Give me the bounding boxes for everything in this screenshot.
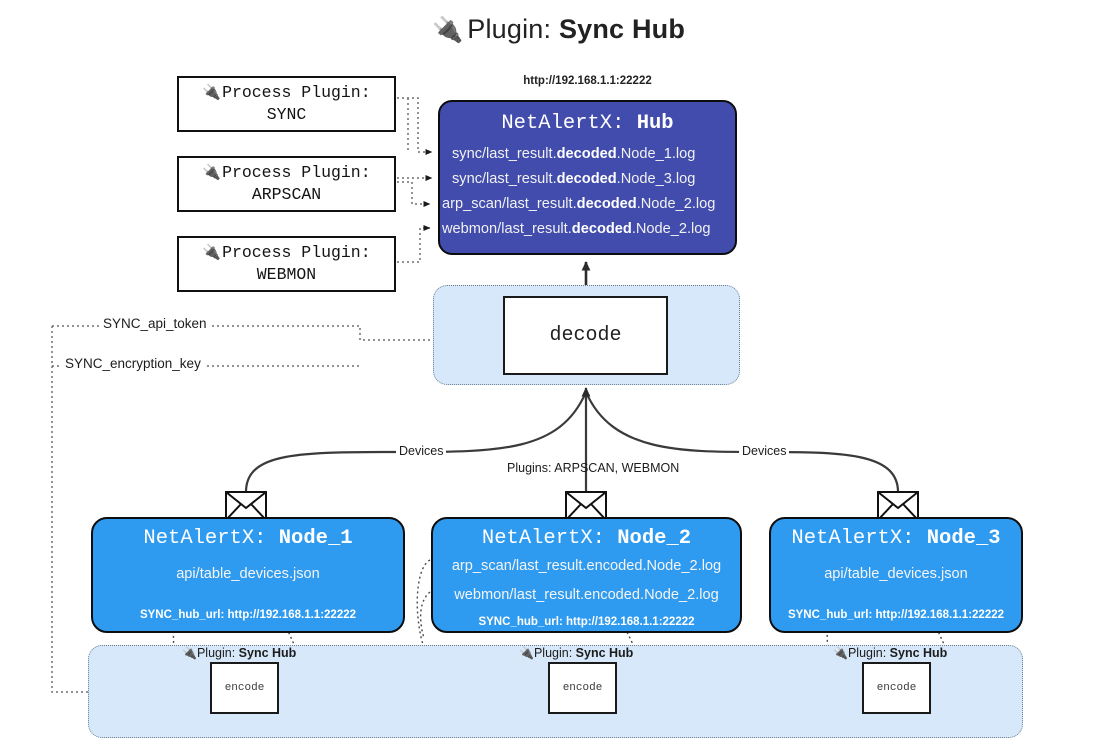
node-3[interactable]: NetAlertX: Node_3 api/table_devices.json… [769, 517, 1023, 633]
hub-log-row: sync/last_result.decoded.Node_1.log [452, 146, 696, 162]
plug-icon: 🔌 [182, 646, 197, 660]
encode-box-3[interactable]: encode [862, 662, 931, 714]
process-plugin-sync[interactable]: 🔌Process Plugin: SYNC [177, 76, 396, 132]
plug-icon: 🔌 [202, 83, 222, 102]
encode-box-1[interactable]: encode [210, 662, 279, 714]
process-plugin-label: Process Plugin: [222, 243, 371, 263]
hub-title: NetAlertX: Hub [440, 112, 735, 135]
edge-label-devices-right: Devices [739, 444, 790, 458]
encode-plugin-label-2: 🔌Plugin: Sync Hub [519, 646, 634, 660]
node-data-line: webmon/last_result.encoded.Node_2.log [454, 587, 719, 603]
plug-icon: 🔌 [833, 646, 848, 660]
edge-label-plugins: Plugins: ARPSCAN, WEBMON [507, 461, 680, 475]
node-title: NetAlertX: Node_3 [791, 527, 1001, 550]
node-hub-url: SYNC_hub_url: http://192.168.1.1:22222 [139, 609, 357, 621]
envelope-icon-group [225, 491, 919, 521]
process-plugin-name: WEBMON [256, 265, 317, 284]
node-1[interactable]: NetAlertX: Node_1 api/table_devices.json… [91, 517, 405, 633]
node-hub-url: SYNC_hub_url: http://192.168.1.1:22222 [478, 616, 695, 628]
process-plugin-name: ARPSCAN [251, 185, 322, 204]
node-data-line: api/table_devices.json [824, 566, 968, 582]
decode-box[interactable]: decode [503, 296, 668, 375]
encode-plugin-label-3: 🔌Plugin: Sync Hub [833, 646, 948, 660]
process-plugin-label: Process Plugin: [222, 163, 371, 183]
hub-node[interactable]: NetAlertX: Hub sync/last_result.decoded.… [438, 100, 737, 255]
sync-encryption-key-label: SYNC_encryption_key [62, 356, 204, 371]
node-data-line: arp_scan/last_result.encoded.Node_2.log [451, 558, 722, 574]
process-plugin-label: Process Plugin: [222, 83, 371, 103]
plug-icon: 🔌 [202, 243, 222, 262]
page-title: 🔌Plugin: Sync Hub [0, 14, 1117, 45]
encode-box-2[interactable]: encode [548, 662, 617, 714]
node-hub-url: SYNC_hub_url: http://192.168.1.1:22222 [787, 609, 1005, 621]
hub-log-row: arp_scan/last_result.decoded.Node_2.log [442, 196, 716, 212]
process-plugin-webmon[interactable]: 🔌Process Plugin: WEBMON [177, 236, 396, 292]
node-2[interactable]: NetAlertX: Node_2 arp_scan/last_result.e… [431, 517, 742, 633]
edge-label-devices-left: Devices [396, 444, 447, 458]
page-title-name: Sync Hub [558, 14, 686, 44]
encode-plugin-label-1: 🔌Plugin: Sync Hub [182, 646, 297, 660]
plug-icon: 🔌 [202, 163, 222, 182]
node-title: NetAlertX: Node_1 [143, 527, 353, 550]
page-title-prefix: Plugin: [467, 14, 559, 44]
node-data-line: api/table_devices.json [176, 566, 320, 582]
hub-log-row: sync/last_result.decoded.Node_3.log [452, 171, 696, 187]
hub-log-row: webmon/last_result.decoded.Node_2.log [442, 221, 711, 237]
hub-title-prefix: NetAlertX: [501, 112, 637, 135]
sync-api-token-label: SYNC_api_token [100, 316, 210, 331]
hub-title-name: Hub [636, 112, 674, 135]
plug-icon: 🔌 [431, 16, 464, 44]
process-plugin-name: SYNC [266, 105, 307, 124]
plug-icon: 🔌 [519, 646, 534, 660]
hub-log-list: sync/last_result.decoded.Node_1.log sync… [440, 142, 735, 242]
process-plugin-arpscan[interactable]: 🔌Process Plugin: ARPSCAN [177, 156, 396, 212]
node-title: NetAlertX: Node_2 [481, 527, 692, 550]
hub-url-label: http://192.168.1.1:22222 [523, 75, 652, 87]
